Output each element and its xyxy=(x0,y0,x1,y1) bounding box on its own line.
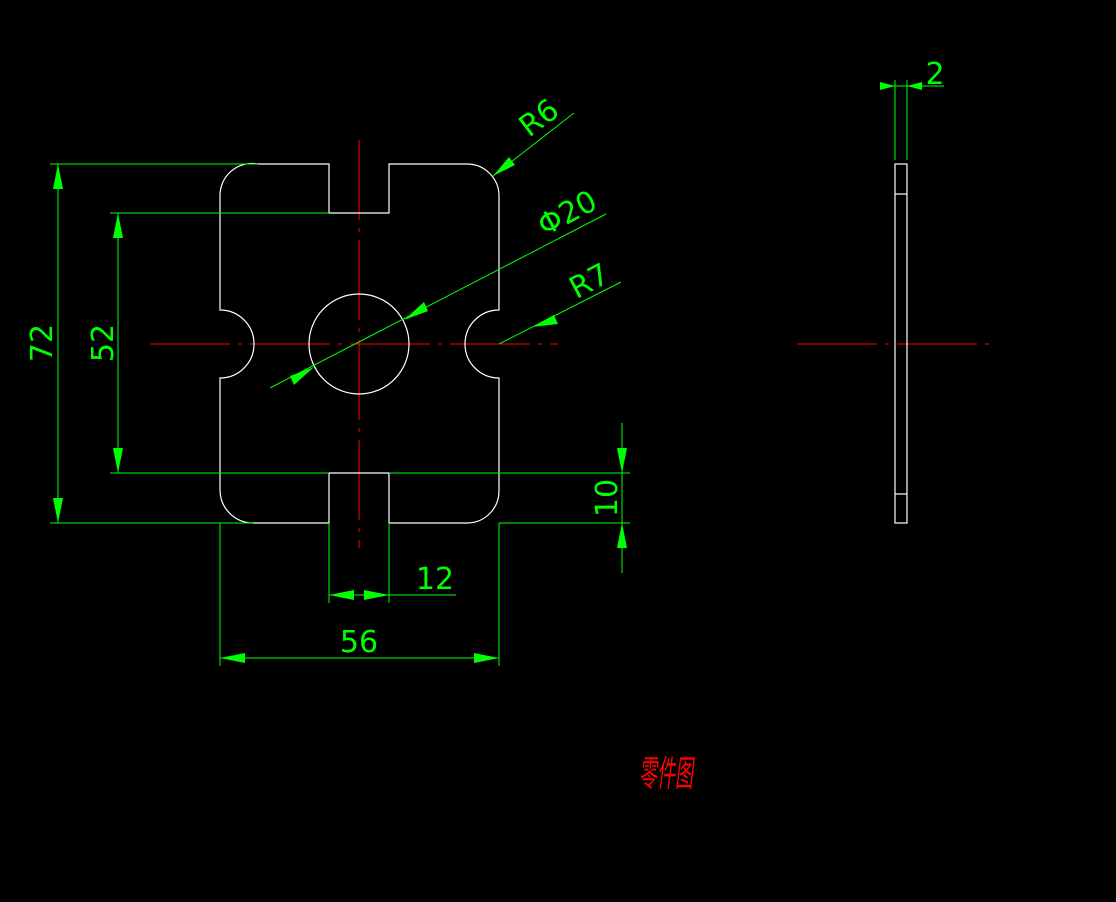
center-hole xyxy=(308,293,410,395)
side-view-plate xyxy=(894,163,908,524)
dimension-lines xyxy=(50,80,944,666)
dim-10-label: 10 xyxy=(590,479,625,517)
dim-thickness-label: 2 xyxy=(925,57,944,92)
dim-r7-label: R7 xyxy=(564,257,616,307)
dim-52-label: 52 xyxy=(86,324,121,362)
drawing-title: 零件图 xyxy=(639,754,695,795)
dimension-labels: 72 52 10 12 56 R6 Φ20 R7 2 xyxy=(25,57,945,660)
dim-r6-label: R6 xyxy=(513,92,566,144)
dim-56-label: 56 xyxy=(340,625,378,660)
dim-12-label: 12 xyxy=(416,562,454,597)
dim-phi20-label: Φ20 xyxy=(532,184,603,244)
dim-72-label: 72 xyxy=(25,324,60,362)
dimension-arrows xyxy=(53,82,922,663)
